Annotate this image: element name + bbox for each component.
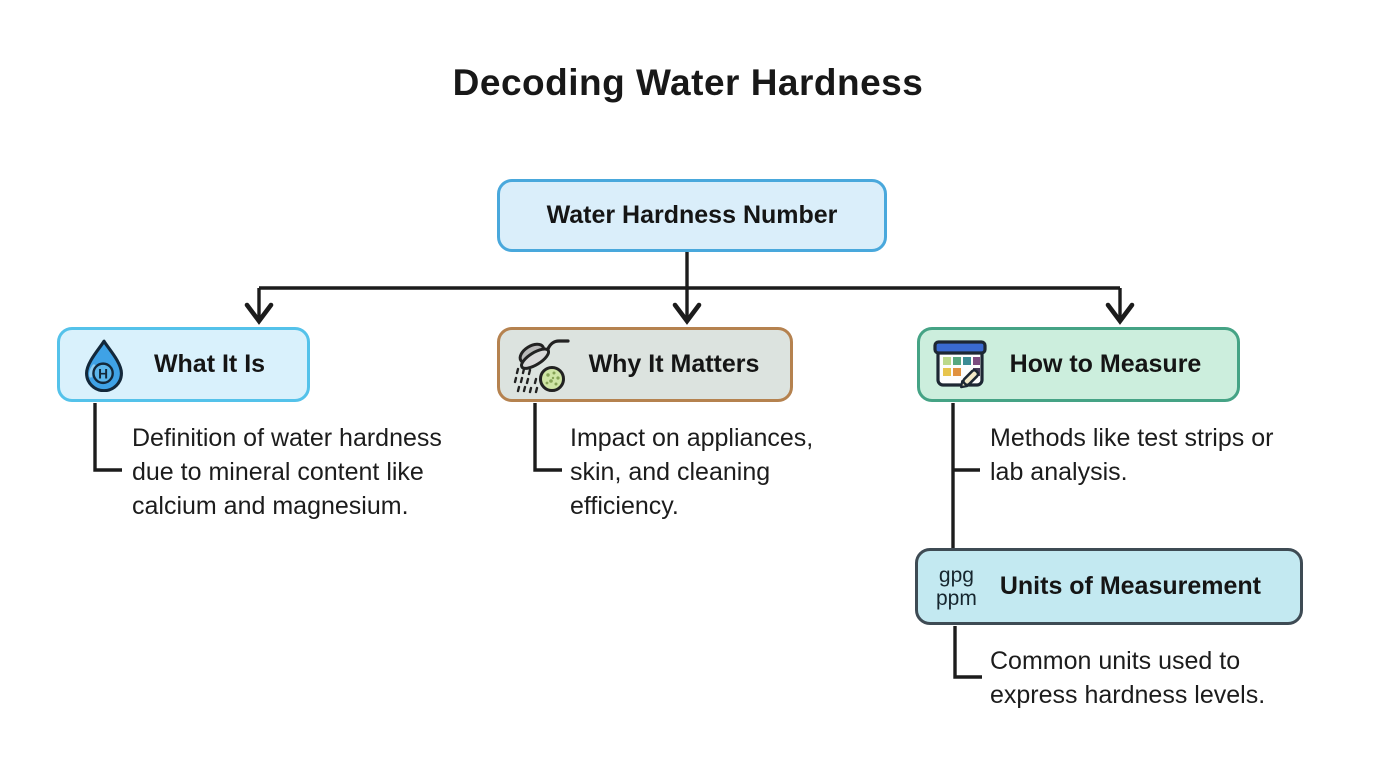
- node-label: How to Measure: [1009, 350, 1202, 378]
- node-label: Why It Matters: [588, 350, 760, 378]
- page-title: Decoding Water Hardness: [452, 62, 924, 103]
- description-why-it-matters: Impact on appliances, skin, and cleaning…: [570, 424, 814, 520]
- description-units-of-measurement: Common units used to express hardness le…: [990, 647, 1266, 709]
- water-drop-icon: H: [82, 338, 126, 392]
- node-label: Water Hardness Number: [546, 201, 838, 229]
- node-what-it-is: H What It Is: [57, 327, 310, 402]
- test-kit-icon: [932, 337, 988, 393]
- node-why-it-matters: Why It Matters: [497, 327, 793, 402]
- node-units-of-measurement: gpg ppm Units of Measurement: [915, 548, 1303, 625]
- description-how-to-measure: Methods like test strips or lab analysis…: [990, 424, 1274, 486]
- svg-text:H: H: [98, 366, 108, 381]
- unit-abbreviations-text: gpg ppm: [936, 563, 977, 610]
- node-label: Units of Measurement: [999, 572, 1262, 600]
- node-how-to-measure: How to Measure: [917, 327, 1240, 402]
- shower-head-icon: [510, 335, 572, 395]
- node-label: What It Is: [153, 350, 266, 378]
- description-what-it-is: Definition of water hardness due to mine…: [132, 424, 442, 520]
- node-water-hardness-number: Water Hardness Number: [497, 179, 887, 252]
